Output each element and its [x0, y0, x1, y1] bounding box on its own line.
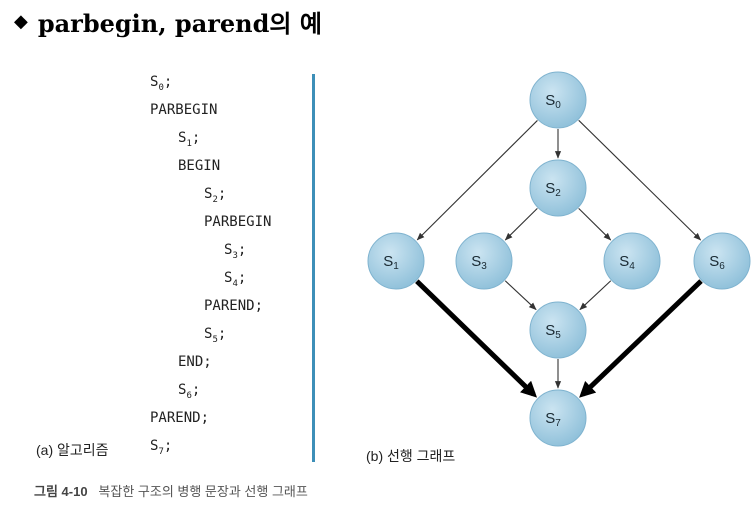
code-line: S6;	[178, 382, 201, 401]
code-line: S2;	[204, 186, 227, 205]
code-line: S3;	[224, 242, 247, 261]
figure-caption: 그림 4-10 복잡한 구조의 병행 문장과 선행 그래프	[34, 481, 308, 500]
edge-s2-s3	[504, 207, 538, 241]
node-label: S2	[545, 180, 561, 199]
node-label: S1	[383, 253, 399, 272]
code-line: S4;	[224, 270, 247, 289]
node-s6: S6	[693, 232, 751, 290]
code-line: S7;	[150, 438, 173, 457]
node-label: S6	[709, 253, 725, 272]
edge-s1-s7	[415, 279, 538, 398]
node-s7: S7	[529, 389, 587, 447]
code-line: PARBEGIN	[150, 102, 218, 118]
diamond-bullet-icon: ◆	[14, 11, 28, 32]
code-line: PAREND;	[204, 298, 264, 314]
node-label: S0	[545, 92, 561, 111]
figure-number: 그림 4-10	[34, 484, 88, 499]
code-line: PARBEGIN	[204, 214, 272, 230]
edge-s2-s4	[578, 207, 612, 241]
code-line: BEGIN	[178, 158, 221, 174]
code-line: PAREND;	[150, 410, 210, 426]
figure-caption-text: 복잡한 구조의 병행 문장과 선행 그래프	[98, 484, 308, 499]
code-line: S1;	[178, 130, 201, 149]
caption-precedence-graph: (b) 선행 그래프	[366, 448, 456, 464]
node-label: S7	[545, 410, 561, 429]
node-s2: S2	[529, 159, 587, 217]
caption-algorithm: (a) 알고리즘	[36, 442, 109, 458]
node-label: S5	[545, 322, 561, 341]
edge-s0-s1	[416, 120, 538, 241]
node-s5: S5	[529, 301, 587, 359]
code-line: S0;	[150, 74, 173, 93]
edge-s4-s5	[579, 280, 612, 311]
code-line: S5;	[204, 326, 227, 345]
node-s3: S3	[455, 232, 513, 290]
code-line: END;	[178, 354, 212, 370]
node-label: S4	[619, 253, 635, 272]
edge-s0-s6	[578, 119, 702, 241]
node-s0: S0	[529, 71, 587, 129]
edge-s6-s7	[579, 279, 703, 398]
node-s1: S1	[367, 232, 425, 290]
edge-s3-s5	[504, 280, 537, 311]
vertical-divider	[312, 74, 315, 462]
node-s4: S4	[603, 232, 661, 290]
title-text: parbegin, parend의 예	[37, 9, 322, 38]
page-title: ◆ parbegin, parend의 예	[14, 4, 322, 39]
node-label: S3	[471, 253, 487, 272]
